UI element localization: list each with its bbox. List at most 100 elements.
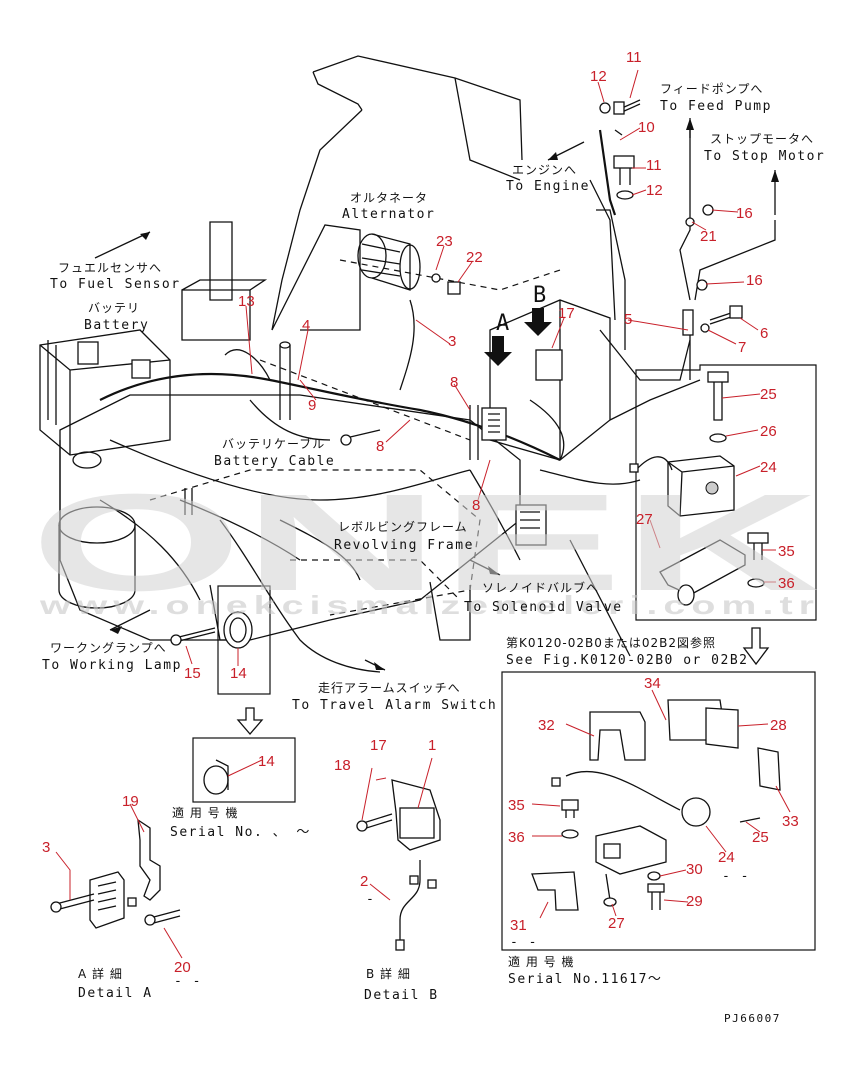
serial-large-jp: 適 用 号 機 xyxy=(508,954,574,969)
lamp-inset-part xyxy=(203,759,229,795)
serial-small-jp: 適 用 号 機 xyxy=(172,805,238,820)
part-number: 18 xyxy=(334,757,351,774)
stop-motor-jp: ストップモータへ xyxy=(710,132,814,146)
part-number: 8 xyxy=(450,374,458,391)
battery-cable-en: Battery Cable xyxy=(214,454,335,469)
part-number: 14 xyxy=(230,665,247,682)
feed-pump-jp: フィードポンプへ xyxy=(660,82,763,96)
part-number-suffix: - - xyxy=(722,869,750,884)
working-lamp-jp: ワークングランプへ xyxy=(50,641,167,655)
part-number: 8 xyxy=(376,438,384,455)
part-number: 24 xyxy=(760,459,777,476)
part-number: 35 xyxy=(778,543,795,560)
view-letter-a: A xyxy=(496,311,511,336)
battery-jp: バッテリ xyxy=(88,301,140,315)
part-number: 12 xyxy=(590,68,607,85)
part-number: 21 xyxy=(700,228,717,245)
part-number: 36 xyxy=(508,829,525,846)
part-number: 2 xyxy=(360,873,368,890)
part-number: 15 xyxy=(184,665,201,682)
part-number: 17 xyxy=(370,737,387,754)
relay-assembly-lower xyxy=(531,699,781,911)
part-number: 10 xyxy=(638,119,655,136)
part-number: 7 xyxy=(738,339,746,356)
lamp-inset-frame xyxy=(192,737,296,803)
detail-a-assembly xyxy=(50,818,181,929)
part-number: 4 xyxy=(302,317,310,334)
engine-jp: エンジンへ xyxy=(512,163,577,177)
part-number: 22 xyxy=(466,249,483,266)
detail-b-en: Detail B xyxy=(364,988,439,1003)
stop-motor-en: To Stop Motor xyxy=(704,149,825,164)
part-number: 27 xyxy=(636,511,653,528)
part-number: 25 xyxy=(752,829,769,846)
part-number: 5 xyxy=(624,311,632,328)
watermark: ONEK www.onekcismalzemeleri.com.tr xyxy=(30,466,820,620)
solenoid-valve-jp: ソレノイドバルブへ xyxy=(482,580,599,595)
part-number: 26 xyxy=(760,423,777,440)
serial-detail-frame xyxy=(501,671,816,951)
detail-a-jp: A 詳 細 xyxy=(78,966,123,981)
part-number: 32 xyxy=(538,717,555,734)
watermark-brand: ONEK xyxy=(30,466,820,620)
part-number: 11 xyxy=(626,49,642,66)
detail-b-jp: B 詳 細 xyxy=(366,966,411,981)
detail-b-assembly xyxy=(356,779,441,951)
serial-large-en: Serial No.11617～ xyxy=(508,972,662,987)
relay-assembly-upper xyxy=(629,371,769,606)
part-number: 36 xyxy=(778,575,795,592)
solenoid-valve-en: To Solenoid Valve xyxy=(464,600,623,615)
part-number: 31 xyxy=(510,917,527,934)
part-number: 23 xyxy=(436,233,453,250)
detail-b-suffix: - xyxy=(366,892,375,907)
part-number: 19 xyxy=(122,793,139,810)
battery-en: Battery xyxy=(84,318,149,333)
part-number: 16 xyxy=(746,272,763,289)
drawing-code: PJ66007 xyxy=(724,1012,781,1025)
part-number: 20 xyxy=(174,959,191,976)
feed-pump-en: To Feed Pump xyxy=(660,99,772,114)
part-number: 29 xyxy=(686,893,703,910)
fuel-sensor-jp: フュエルセンサへ xyxy=(58,261,162,275)
lamp-detail-frame xyxy=(217,585,271,695)
engine-en: To Engine xyxy=(506,179,590,194)
part-numbers: 11 12 10 11 12 16 21 16 6 7 5 23 22 17 1… xyxy=(42,49,799,976)
part-number: 14 xyxy=(258,753,275,770)
part-number: 17 xyxy=(558,305,575,322)
part-number: 12 xyxy=(646,182,663,199)
part-number: 9 xyxy=(308,397,316,414)
travel-alarm-jp: 走行アラームスイッチへ xyxy=(318,681,461,695)
detail-a-en: Detail A xyxy=(78,986,153,1001)
part-number: 3 xyxy=(42,839,50,856)
fuel-sensor-en: To Fuel Sensor xyxy=(50,277,181,292)
watermark-site: www.onekcismalzemeleri.com.tr xyxy=(38,590,820,620)
working-lamp-en: To Working Lamp xyxy=(42,658,182,673)
leader-arrows xyxy=(94,118,779,735)
part-number: 28 xyxy=(770,717,787,734)
alternator-en: Alternator xyxy=(342,207,435,222)
part-number: 11 xyxy=(646,157,662,174)
part-number: 25 xyxy=(760,386,777,403)
battery-cable-jp: バッテリケーブル xyxy=(222,436,325,451)
see-fig-jp: 第K0120-02B0または02B2図参照 xyxy=(506,635,716,650)
revolving-frame-jp: レボルビングフレーム xyxy=(338,520,468,534)
part-number: 35 xyxy=(508,797,525,814)
part-number: 6 xyxy=(760,325,768,342)
part-number: 33 xyxy=(782,813,799,830)
see-fig-en: See Fig.K0120-02B0 or 02B2 xyxy=(506,653,749,668)
serial-large-suffix: - - xyxy=(510,935,538,950)
detail-a-suffix: - - xyxy=(174,974,202,989)
revolving-frame-en: Revolving Frame xyxy=(334,538,474,553)
red-leaders xyxy=(55,69,791,959)
part-number: 30 xyxy=(686,861,703,878)
travel-alarm-en: To Travel Alarm Switch xyxy=(292,698,497,713)
part-number: 3 xyxy=(448,333,456,350)
part-number: 1 xyxy=(428,737,436,754)
alternator-jp: オルタネータ xyxy=(350,191,428,205)
part-number: 34 xyxy=(644,675,661,692)
part-number: 24 xyxy=(718,849,735,866)
part-number: 27 xyxy=(608,915,625,932)
part-number: 16 xyxy=(736,205,753,222)
